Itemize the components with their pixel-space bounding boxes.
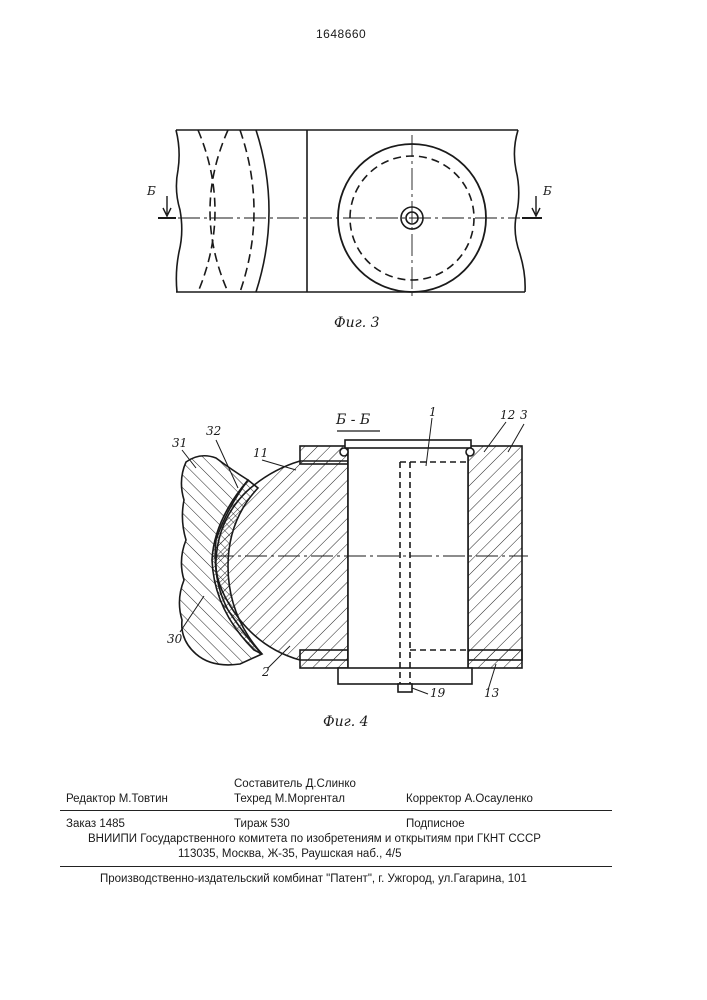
fig4-label-11: 11	[253, 446, 268, 460]
fig4-label-30: 30	[167, 632, 182, 646]
fig4-label-13: 13	[484, 686, 499, 700]
fig3-dashed-arc-1	[198, 130, 215, 292]
imprint-institute: ВНИИПИ Государственного комитета по изоб…	[88, 833, 541, 845]
imprint-publisher: Производственно-издательский комбинат "П…	[100, 873, 527, 885]
imprint-subscription: Подписное	[406, 818, 465, 830]
figure-4-drawing	[179, 418, 528, 694]
fig4-label-3: 3	[520, 408, 528, 422]
fig4-sleeve-base	[338, 668, 472, 684]
fig4-bottom-flange-left	[300, 650, 348, 668]
fig4-label-2: 2	[262, 665, 270, 679]
fig4-sleeve-top-cap	[345, 440, 471, 448]
imprint-corrector: Корректор А.Осауленко	[406, 793, 533, 805]
fig4-right-body	[468, 446, 522, 660]
figure-3-caption: Фиг. 3	[334, 315, 380, 331]
fig3-dashed-arc-2	[210, 130, 228, 292]
fig4-label-12: 12	[500, 408, 515, 422]
fig4-bottom-flange-right	[468, 650, 522, 668]
fig3-section-label-right: Б	[543, 184, 552, 198]
imprint-order: Заказ 1485	[66, 818, 125, 830]
imprint-editor: Редактор М.Товтин	[66, 793, 168, 805]
figure-3-drawing	[158, 130, 542, 300]
fig4-section-title: Б - Б	[336, 412, 370, 428]
figure-4-caption: Фиг. 4	[323, 714, 369, 730]
fig4-label-32: 32	[206, 424, 221, 438]
fig3-solid-arc	[256, 130, 269, 292]
fig3-section-label-left: Б	[147, 184, 156, 198]
imprint-compiler: Составитель Д.Слинко	[234, 778, 356, 790]
fig4-label-19: 19	[430, 686, 445, 700]
fig3-dashed-arc-3	[240, 130, 254, 292]
fig4-label-1: 1	[429, 405, 437, 419]
fig4-sleeve	[348, 446, 468, 670]
imprint-rule-2	[60, 866, 612, 867]
fig3-right-break	[514, 130, 525, 292]
leader-19	[412, 688, 428, 694]
fig3-left-break	[176, 130, 182, 292]
imprint-circulation: Тираж 530	[234, 818, 290, 830]
fig4-label-31: 31	[172, 436, 187, 450]
imprint-techred: Техред М.Моргентал	[234, 793, 345, 805]
fig4-bolt-left	[340, 448, 348, 456]
imprint-address: 113035, Москва, Ж-35, Раушская наб., 4/5	[178, 848, 401, 860]
fig4-pin-tip	[398, 684, 412, 692]
fig4-bolt-right	[466, 448, 474, 456]
imprint-rule-1	[60, 810, 612, 811]
